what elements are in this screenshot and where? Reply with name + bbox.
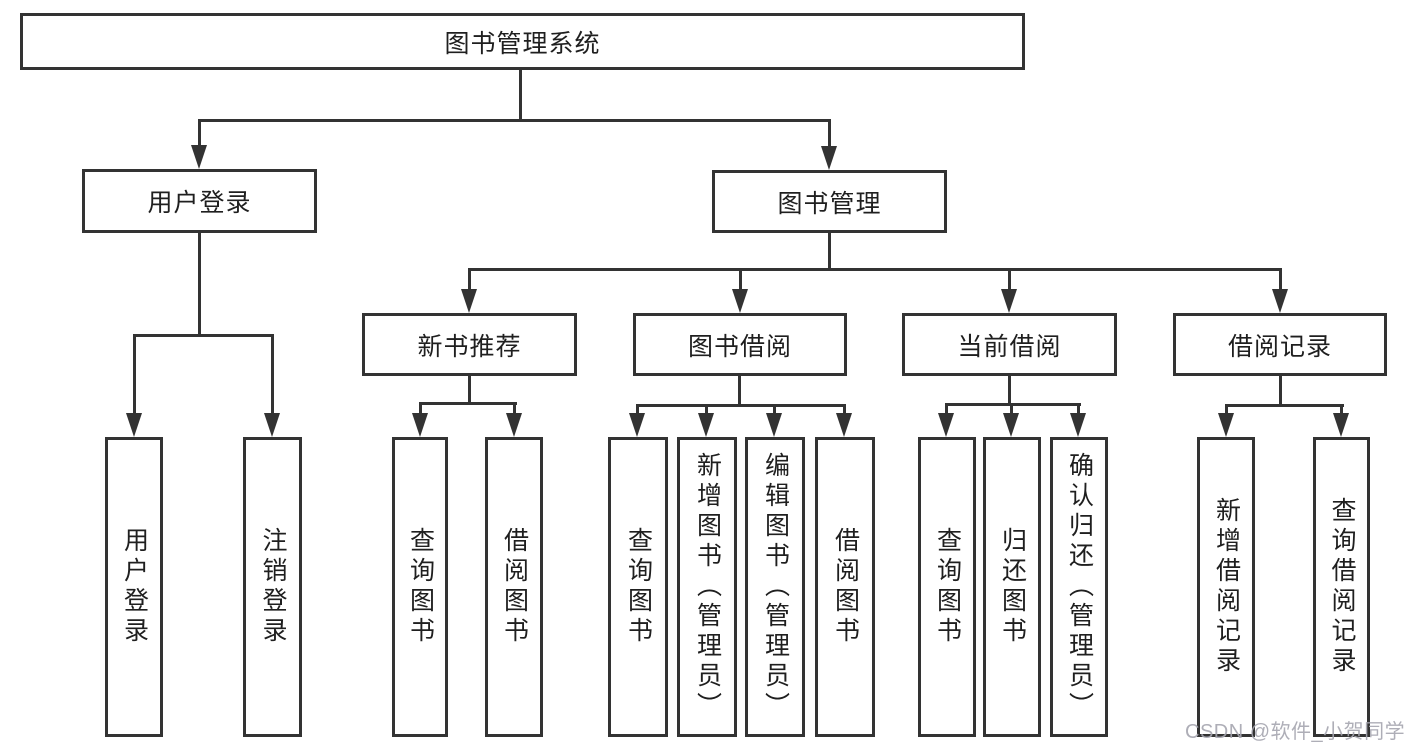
leaf-label: 借阅图书 [831,527,860,647]
connector-line [468,268,1282,271]
connector-line [519,70,522,121]
leaf-label: 借阅图书 [500,527,529,647]
connector-line [468,376,471,404]
connector-line [513,402,516,418]
connector-line [198,233,201,337]
connector-line [945,403,1081,406]
leaf-query-books-borrow: 查询图书 [608,437,668,737]
connector-line [636,404,846,407]
arrowhead-down-icon [821,146,837,170]
connector-line [419,402,517,405]
leaf-label: 查询图书 [624,527,653,647]
arrowhead-down-icon [766,413,782,437]
arrowhead-down-icon [629,413,645,437]
arrowhead-down-icon [1333,413,1349,437]
connector-line [636,404,639,418]
leaf-logout: 注销登录 [243,437,302,737]
connector-line [419,402,422,418]
leaf-label: 查询图书 [406,527,435,647]
node-label: 用户登录 [147,189,252,217]
csdn-watermark: CSDN @软件_小贺同学 [1185,721,1405,743]
connector-line [739,268,742,294]
arrowhead-down-icon [732,289,748,313]
connector-line [1010,403,1013,418]
node-book-borrow: 图书借阅 [633,313,847,376]
node-label: 新书推荐 [417,332,522,361]
connector-line [271,334,274,418]
arrowhead-down-icon [1070,413,1086,437]
node-new-book-recommend: 新书推荐 [362,313,577,376]
node-book-management: 图书管理 [712,170,947,233]
leaf-label: 确认归还（管理员） [1065,452,1094,722]
node-label: 借阅记录 [1227,332,1332,361]
node-borrow-records: 借阅记录 [1173,313,1387,376]
arrowhead-down-icon [264,413,280,437]
arrowhead-down-icon [698,413,714,437]
leaf-user-login: 用户登录 [105,437,163,737]
arrowhead-down-icon [461,289,477,313]
connector-line [738,376,741,407]
connector-line [1279,376,1282,407]
arrowhead-down-icon [191,145,207,169]
leaf-label: 注销登录 [259,527,287,647]
node-label: 图书借阅 [687,332,792,361]
leaf-label: 查询借阅记录 [1328,497,1356,677]
connector-line [705,404,708,418]
connector-line [133,334,136,418]
connector-line [773,404,776,418]
arrowhead-down-icon [1272,289,1288,313]
connector-line [1225,404,1228,418]
leaf-borrow-books-recommend: 借阅图书 [485,437,543,737]
arrowhead-down-icon [1218,413,1234,437]
arrowhead-down-icon [836,413,852,437]
arrowhead-down-icon [412,413,428,437]
leaf-add-book-admin: 新增图书（管理员） [677,437,737,737]
leaf-query-books-recommend: 查询图书 [392,437,448,737]
node-label: 图书管理系统 [444,29,601,58]
leaf-query-books-current: 查询图书 [918,437,976,737]
leaf-label: 查询图书 [933,527,962,647]
leaf-add-borrow-record: 新增借阅记录 [1197,437,1255,737]
leaf-edit-book-admin: 编辑图书（管理员） [745,437,805,737]
node-label: 图书管理 [777,189,882,218]
connector-line [133,334,274,337]
connector-line [1340,404,1343,418]
connector-line [843,404,846,418]
connector-line [828,119,831,154]
leaf-label: 编辑图书（管理员） [761,452,790,722]
arrowhead-down-icon [1001,289,1017,313]
leaf-query-borrow-record: 查询借阅记录 [1313,437,1370,737]
leaf-confirm-return-admin: 确认归还（管理员） [1050,437,1108,737]
node-user-login: 用户登录 [82,169,317,233]
connector-line [828,233,831,271]
connector-line [945,403,948,418]
leaf-label: 归还图书 [998,527,1027,647]
arrowhead-down-icon [506,413,522,437]
arrowhead-down-icon [938,413,954,437]
leaf-label: 用户登录 [120,527,149,647]
connector-line [1008,376,1011,405]
leaf-borrow-books: 借阅图书 [815,437,875,737]
connector-line [1008,268,1011,294]
arrowhead-down-icon [1003,413,1019,437]
leaf-return-books: 归还图书 [983,437,1041,737]
leaf-label: 新增借阅记录 [1212,497,1241,677]
leaf-label: 新增图书（管理员） [693,452,722,722]
arrowhead-down-icon [126,413,142,437]
connector-line [198,119,831,122]
node-system-root: 图书管理系统 [20,13,1025,70]
node-current-borrow: 当前借阅 [902,313,1117,376]
connector-line [468,268,471,294]
connector-line [198,119,201,153]
node-label: 当前借阅 [957,332,1062,361]
connector-line [1279,268,1282,294]
connector-line [1077,403,1080,418]
connector-line [1225,404,1344,407]
